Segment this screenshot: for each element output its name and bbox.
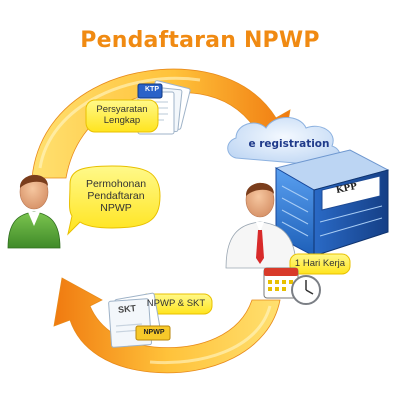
ktp-card (137, 83, 163, 99)
building-sign (321, 175, 381, 211)
application-label: Permohonan Pendaftaran NPWP (85, 178, 147, 214)
ktp-tag: KTP (145, 86, 159, 93)
npwp-tag: NPWP (143, 329, 165, 336)
requirements-bubble (85, 99, 159, 133)
one-day-bubble (289, 253, 351, 275)
person-green-shirt-icon (7, 174, 61, 249)
clock-icon (291, 275, 321, 305)
person-white-shirt-tie-icon (225, 182, 297, 269)
npwp-card (135, 325, 171, 341)
calendar-icon (263, 267, 299, 299)
diagram-title: Pendaftaran NPWP (80, 28, 320, 53)
result-label: NPWP & SKT (146, 298, 206, 309)
eregistration-label: e registration (248, 138, 330, 150)
one-day-label: 1 Hari Kerja (294, 258, 346, 269)
cloud-icon (227, 117, 341, 167)
application-bubble (67, 165, 161, 236)
requirements-label: Persyaratan Lengkap (96, 104, 148, 126)
bottom-flow-arrow (53, 277, 281, 374)
skt-title: SKT (117, 303, 137, 315)
skt-document-icon (108, 292, 171, 348)
tax-office-building-icon (274, 149, 390, 257)
